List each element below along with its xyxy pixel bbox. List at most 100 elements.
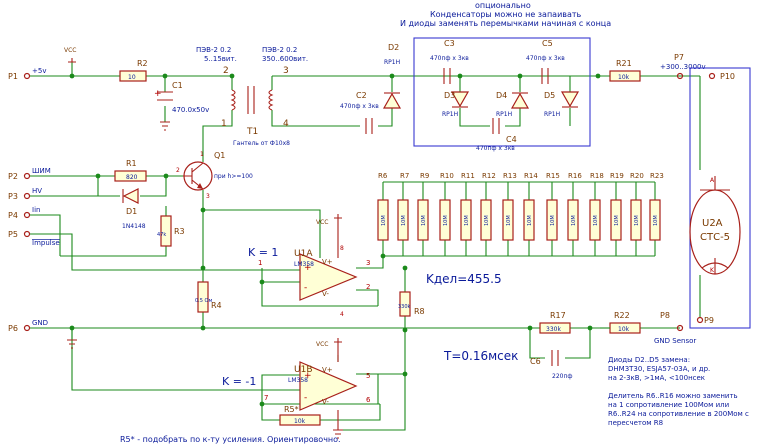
r3-ref: R3 bbox=[174, 227, 185, 236]
r17-value: 330k bbox=[546, 326, 561, 333]
svg-text:+: + bbox=[304, 263, 312, 273]
c2-value: 470пф x 3кв bbox=[340, 103, 379, 110]
ladder-value-r6: 10M bbox=[381, 215, 387, 226]
c6-ref: C6 bbox=[530, 357, 541, 366]
ladder-value-r20: 10M bbox=[634, 215, 640, 226]
r5-ref: R5* bbox=[284, 405, 299, 414]
ladder-value-r12: 10M bbox=[484, 215, 490, 226]
port-p3-label: P3 bbox=[8, 192, 18, 201]
t1-secondary-wire: ПЭВ-2 0.2 bbox=[262, 46, 297, 54]
port-p6-label: P6 bbox=[8, 324, 18, 333]
ladder-resistor-r13 bbox=[502, 199, 514, 241]
ladder-value-r19: 10M bbox=[614, 215, 620, 226]
t1-ref: T1 bbox=[246, 127, 258, 137]
r3-resistor: R3 47k bbox=[157, 215, 185, 247]
port-p4-pin bbox=[23, 211, 31, 219]
junctions bbox=[69, 73, 601, 407]
ladder-ref-r7: R7 bbox=[400, 172, 409, 180]
u2a-ref: U2A bbox=[702, 218, 723, 229]
r4-value: 0.5 Ом bbox=[195, 298, 212, 304]
note-r5: R5* - подобрать по к-ту усиления. Ориент… bbox=[120, 435, 341, 444]
c6-value: 220пф bbox=[552, 373, 573, 380]
r3-value: 47k bbox=[157, 232, 166, 238]
q1-pin-1: 1 bbox=[200, 151, 204, 158]
u1a-pin-4: 4 bbox=[340, 311, 344, 318]
c4-value: 470пф x 3кв bbox=[476, 145, 515, 152]
ladder-ref-r9: R9 bbox=[420, 172, 429, 180]
ports: P1 +5v P2 ШИМ P3 HV P4 Iin P5 Impulse P6… bbox=[8, 53, 735, 345]
ladder-resistor-r10 bbox=[439, 199, 451, 241]
port-p2-net: ШИМ bbox=[32, 167, 51, 175]
port-p6-pin bbox=[23, 324, 31, 332]
r21-resistor: R21 10k bbox=[609, 59, 641, 82]
c1-capacitor: + C1 470.0x50v bbox=[154, 81, 209, 114]
r17-ref: R17 bbox=[550, 311, 566, 320]
ladder-ref-r18: R18 bbox=[590, 172, 604, 180]
ladder-ref-r16: R16 bbox=[568, 172, 582, 180]
port-p9-pin bbox=[696, 316, 704, 324]
port-p5-label: P5 bbox=[8, 230, 18, 239]
u1b-gain: K = -1 bbox=[222, 375, 256, 388]
c4-capacitor: C4 470пф x 3кв bbox=[476, 118, 517, 152]
u1a-pin-8: 8 bbox=[340, 245, 344, 252]
port-p2-pin bbox=[23, 172, 31, 180]
q1-pin-3: 3 bbox=[206, 193, 210, 200]
port-p8-pin bbox=[676, 324, 684, 332]
port-p3-pin bbox=[23, 192, 31, 200]
u1a-pin-3: 3 bbox=[366, 259, 370, 267]
ladder-resistor-r16 bbox=[567, 199, 579, 241]
divider-ladder: 10MR610MR710MR910MR1010MR1110MR1210MR131… bbox=[377, 172, 664, 241]
r22-ref: R22 bbox=[614, 311, 630, 320]
ladder-value-r23: 10M bbox=[653, 215, 659, 226]
t1-pin-2: 2 bbox=[223, 66, 229, 76]
u2a-pin-k: K bbox=[710, 267, 715, 274]
d5-diode: D5 RP1H bbox=[544, 91, 580, 118]
c2-capacitor: C2 470пф x 3кв bbox=[340, 91, 379, 134]
ladder-ref-r12: R12 bbox=[482, 172, 496, 180]
u2a-type: СТС-5 bbox=[700, 232, 730, 243]
u1b-pin-6: 6 bbox=[366, 396, 371, 404]
r1-ref: R1 bbox=[126, 159, 137, 168]
c6-capacitor: C6 220пф bbox=[530, 350, 573, 380]
ladder-resistor-r11 bbox=[460, 199, 472, 241]
note-diodes-1: Диоды D2..D5 замена: bbox=[608, 356, 690, 364]
t1-primary-wire: ПЭВ-2 0.2 bbox=[196, 46, 231, 54]
ladder-resistor-r14 bbox=[523, 199, 535, 241]
power-symbols: VCC VCC VCC bbox=[64, 47, 343, 439]
time-constant: T=0.16мсек bbox=[443, 349, 518, 363]
u1a-pin-2: 2 bbox=[366, 283, 370, 291]
vcc-label-2: VCC bbox=[316, 219, 328, 226]
ladder-ref-r13: R13 bbox=[503, 172, 517, 180]
ladder-value-r14: 10M bbox=[527, 215, 533, 226]
r17-resistor: R17 330k bbox=[539, 311, 571, 334]
d1-ref: D1 bbox=[126, 207, 137, 216]
ladder-ref-r19: R19 bbox=[610, 172, 624, 180]
ladder-resistor-r7 bbox=[397, 199, 409, 241]
t1-transformer: T1 Гантель от Ф10х8 ПЭВ-2 0.2 5..15вит. … bbox=[196, 46, 308, 147]
u1a-gain: K = 1 bbox=[248, 246, 278, 259]
port-p2-label: P2 bbox=[8, 172, 18, 181]
u1a-pin-1: 1 bbox=[258, 259, 262, 267]
svg-text:V+: V+ bbox=[322, 258, 333, 266]
notes: Диоды D2..D5 замена: DHM3T30, ESJA57-03A… bbox=[120, 356, 749, 444]
d4-value: RP1H bbox=[496, 111, 512, 118]
t1-secondary-turns: 350..600вит. bbox=[262, 55, 308, 63]
ladder-ref-r6: R6 bbox=[378, 172, 388, 180]
r22-resistor: R22 10k bbox=[609, 311, 641, 334]
svg-text:+: + bbox=[304, 371, 312, 381]
ladder-value-r7: 10M bbox=[401, 215, 407, 226]
ladder-value-r9: 10M bbox=[421, 215, 427, 226]
u2a-tube: A K U2A СТС-5 bbox=[689, 67, 751, 329]
d2-ref: D2 bbox=[388, 43, 399, 52]
u1b-type: LM358 bbox=[288, 377, 308, 384]
ladder-value-r10: 10M bbox=[443, 215, 449, 226]
note-divider-3: R6..R24 на сопротивление в 200Мом с bbox=[608, 410, 749, 418]
r8-ref: R8 bbox=[414, 307, 425, 316]
r2-value: 10 bbox=[128, 74, 136, 81]
title-line-3: И диоды заменять перемычками начиная с к… bbox=[400, 19, 611, 28]
u1b-opamp: + - V+ V- U1B LM358 K = -1 5 6 7 bbox=[222, 361, 371, 411]
u1b-pin-7: 7 bbox=[264, 394, 268, 402]
d4-diode: D4 RP1H bbox=[496, 91, 530, 118]
port-p1-net: +5v bbox=[32, 67, 46, 75]
r2-ref: R2 bbox=[137, 59, 148, 68]
